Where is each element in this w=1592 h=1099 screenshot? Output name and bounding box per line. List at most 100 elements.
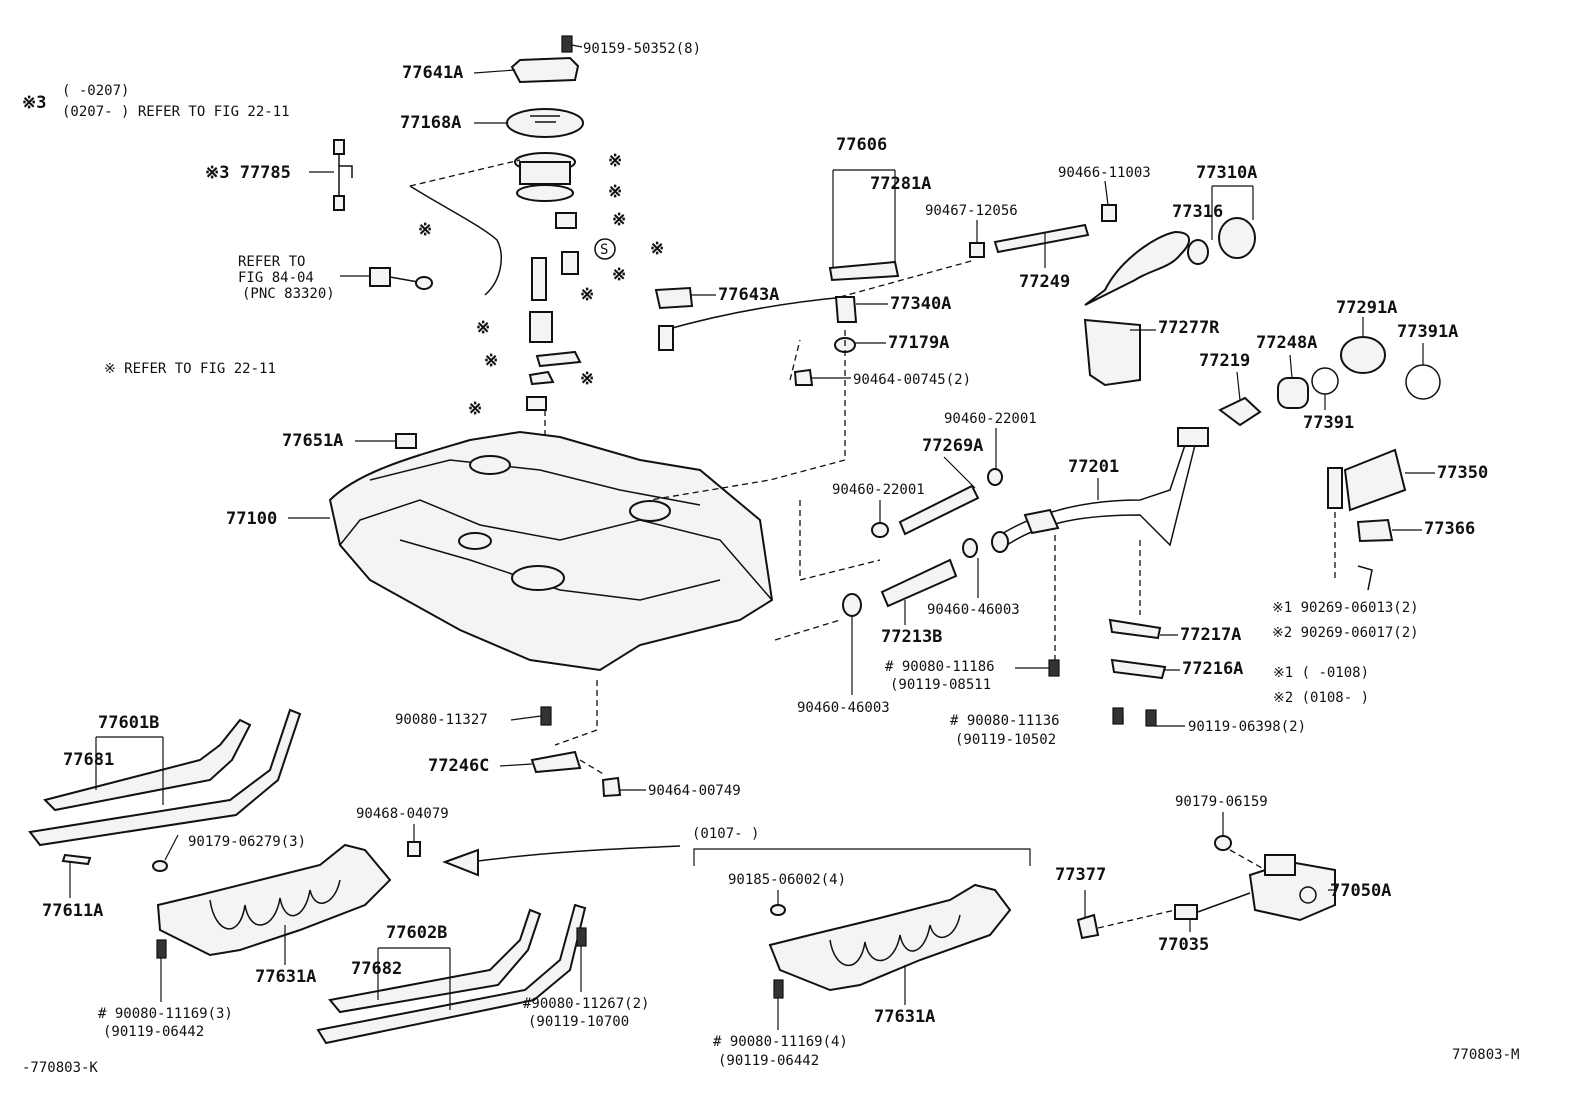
seal-group — [1218, 336, 1441, 427]
clip-90464-00749 — [601, 776, 622, 798]
filler-pipe-lower — [999, 444, 1196, 551]
part-label-p77606: 77606 — [836, 135, 887, 155]
strap-right-lead — [377, 947, 451, 1010]
tank-shell — [328, 430, 774, 672]
clip-90468 — [407, 841, 421, 857]
part-label-p77281A: 77281A — [870, 174, 931, 194]
mark: ※ — [476, 318, 490, 338]
note-3-range-b: (0207- ) REFER TO FIG 22-11 — [62, 104, 290, 120]
part-label-p90460_22001b: 90460-22001 — [832, 482, 925, 498]
gauge-top — [333, 139, 345, 155]
filler-pipe-end — [991, 531, 1009, 553]
part-label-p77643A: 77643A — [718, 285, 779, 305]
part-label-p77213B: 77213B — [881, 627, 942, 647]
footer-left-code: -770803-K — [22, 1060, 98, 1076]
vent-hose-dash — [839, 259, 976, 298]
part-label-p90466_11003: 90466-11003 — [1058, 165, 1151, 181]
canister-top — [1264, 854, 1296, 876]
footer-right-code: 770803-M — [1452, 1047, 1519, 1063]
filler-pipe-top — [1177, 427, 1209, 447]
protector-right-body — [768, 883, 1012, 992]
seal-77248A — [1277, 377, 1309, 409]
part-label-p90269_06017: ※2 90269-06017(2) — [1272, 625, 1419, 641]
mark: ※ — [484, 351, 498, 371]
pump-bracket-77641A — [510, 56, 580, 84]
part-label-p90119_10502: (90119-10502 — [955, 732, 1056, 748]
part-label-p90080_11327: 90080-11327 — [395, 712, 488, 728]
clip-90466 — [1101, 204, 1117, 222]
filler-neck-lower — [1083, 318, 1141, 387]
part-label-p77248A: 77248A — [1256, 333, 1317, 353]
sensor-77377 — [1076, 913, 1100, 940]
pump-motor — [531, 257, 547, 301]
part-label-p77631A_l: 77631A — [255, 967, 316, 987]
connector-wire — [389, 276, 419, 283]
lead-77219 — [1236, 371, 1241, 401]
filler-pipe-77201 — [774, 427, 1209, 727]
part-label-p77216A: 77216A — [1182, 659, 1243, 679]
cable-end — [1174, 904, 1198, 920]
s-mark-letter: S — [600, 242, 608, 258]
gauge-bottom — [333, 195, 345, 211]
fuel-pump-assembly: S — [409, 35, 616, 570]
bolt-90080-11169-left — [156, 939, 167, 959]
lid-hinge — [1327, 467, 1343, 509]
clamp-90460-46003a — [962, 538, 978, 558]
lead-77641A — [473, 69, 516, 74]
bolt-90080-11136 — [1112, 707, 1124, 725]
clip-90464-00745 — [793, 368, 814, 386]
hose-dash-1 — [799, 500, 881, 581]
pump-cover-detail — [530, 115, 560, 123]
variant-arrow — [442, 845, 1031, 877]
tank-boss-2 — [458, 532, 492, 550]
hose-77213B — [880, 558, 958, 608]
filler-pipe-upper — [999, 444, 1186, 536]
pump-cover-77168A — [506, 108, 584, 138]
note-2-range: ※2 (0108- ) — [1273, 690, 1369, 706]
part-label-p77611A: 77611A — [42, 901, 103, 921]
part-label-p77682: 77682 — [351, 959, 402, 979]
pump-plate — [535, 350, 582, 368]
sender-gauge-77785 — [333, 139, 353, 211]
filler-pipe-bracket — [1023, 508, 1060, 535]
pump-clip — [555, 212, 577, 229]
tank-boss-3 — [629, 500, 671, 522]
part-label-p90464_00745: 90464-00745(2) — [853, 372, 971, 388]
pump-gasket — [516, 184, 574, 202]
part-label-p77366: 77366 — [1424, 519, 1475, 539]
refer-line-1: REFER TO — [238, 254, 305, 270]
note-refer-fig-84-04: REFER TO FIG 84-04 (PNC 83320) — [238, 254, 335, 302]
part-label-p90119_06442b: (90119-06442 — [718, 1053, 819, 1069]
strap-77601B — [28, 708, 302, 847]
mark: ※ — [608, 151, 622, 171]
hose-dash-2 — [774, 619, 841, 641]
note-1-range: ※1 ( -0108) — [1273, 665, 1369, 681]
part-label-p90119_08511: (90119-08511 — [890, 677, 991, 693]
fuel-lid-77350 — [1327, 448, 1407, 591]
vent-dash — [649, 330, 846, 501]
bracket-dash — [554, 680, 598, 746]
sender-dash — [409, 159, 521, 187]
tank-protector-left-77631A — [152, 841, 421, 959]
part-label-p90464_00749: 90464-00749 — [648, 783, 741, 799]
part-label-p77168A: 77168A — [400, 113, 461, 133]
mark: ※ — [650, 239, 664, 259]
mark: ※ — [580, 369, 594, 389]
canister-dash — [1229, 849, 1263, 869]
leader-lines — [69, 44, 1435, 1030]
canister-77050A — [1076, 835, 1336, 940]
seal-77291A — [1340, 336, 1386, 374]
part-label-p77350: 77350 — [1437, 463, 1488, 483]
s-mark-circle — [594, 238, 616, 260]
pump-body — [519, 161, 571, 185]
part-label-p90080_11186: # 90080-11186 — [885, 659, 995, 675]
clamp-90460-22001a — [987, 468, 1003, 486]
note-range-0107: (0107- ) — [692, 826, 759, 842]
part-label-p77601B: 77601B — [98, 713, 159, 733]
protector-right-ribs — [829, 914, 961, 967]
sender-wire — [409, 185, 502, 296]
part-label-p90080_11169a: # 90080-11169(3) — [98, 1006, 233, 1022]
part-label-p90119_06398: 90119-06398(2) — [1188, 719, 1306, 735]
lid-panel — [1343, 448, 1407, 512]
part-label-p77631A_r: 77631A — [874, 1007, 935, 1027]
